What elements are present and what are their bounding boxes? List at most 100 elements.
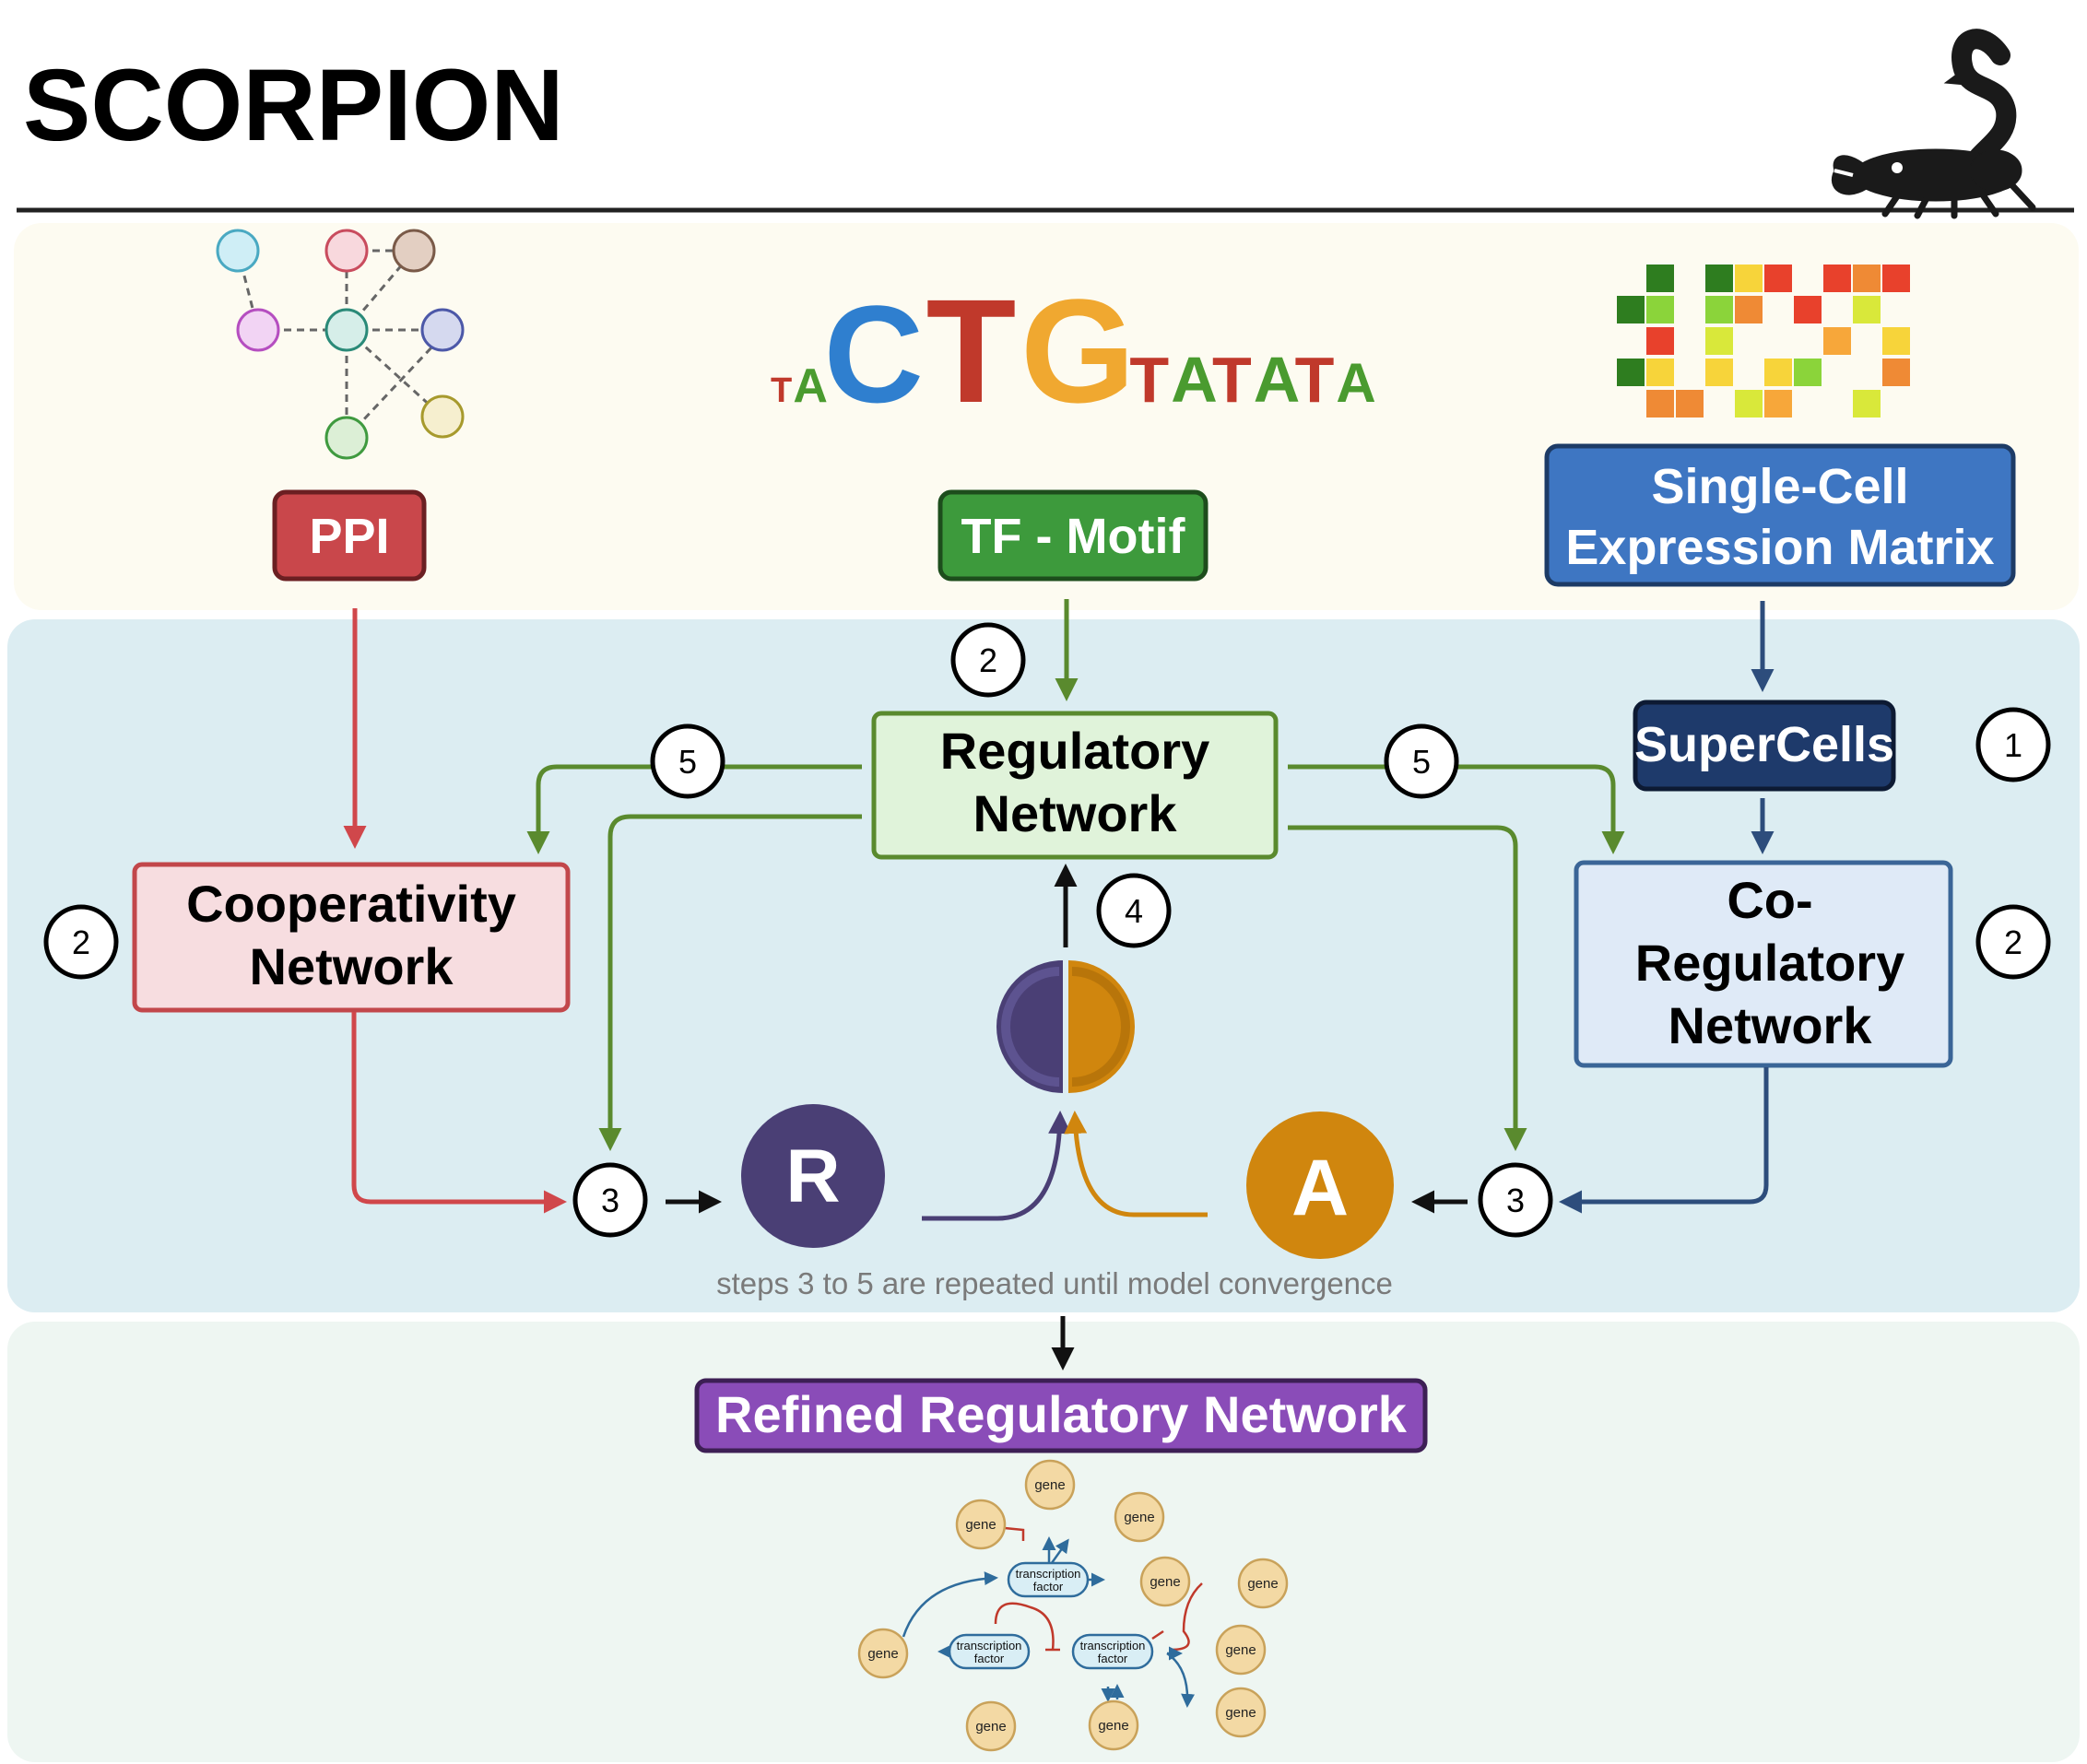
supercells-label: SuperCells (1634, 717, 1894, 772)
tf-label-line1: transcription (957, 1639, 1022, 1652)
gene-node: gene (1024, 1459, 1076, 1511)
gene-label: gene (1225, 1642, 1256, 1658)
motif-letter: A (1254, 344, 1301, 416)
ppi-label: PPI (309, 509, 389, 564)
gene-label: gene (867, 1646, 898, 1662)
step-badge-right-combine: 3 (1478, 1162, 1553, 1238)
step-number-text: 3 (1506, 1182, 1525, 1219)
motif-letter: A (1171, 344, 1218, 416)
scorpion-icon (1832, 29, 2036, 219)
tf-label-line2: factor (974, 1652, 1005, 1665)
update-combiner-icon (996, 960, 1135, 1093)
convergence-note: steps 3 to 5 are repeated until model co… (716, 1266, 1393, 1300)
step-number-text: 5 (678, 743, 697, 781)
step-number-text: 4 (1125, 892, 1143, 930)
motif-letter: A (1336, 352, 1375, 414)
motif-letter: T (1212, 344, 1252, 416)
motif-letter: A (793, 359, 828, 413)
gene-node: gene (955, 1499, 1007, 1550)
cooperativity-to-combine-arrow (351, 1012, 567, 1214)
motif-letter: T (1295, 344, 1335, 416)
motif-letter: G (1020, 268, 1135, 433)
step-badge-left-combine: 3 (572, 1162, 648, 1238)
regulatory-label-line1: Regulatory (940, 722, 1210, 780)
step-badge-supercells: 1 (1975, 707, 2051, 782)
step-number-text: 2 (979, 641, 997, 679)
gene-label: gene (1124, 1510, 1154, 1525)
step-number-text: 5 (1412, 743, 1431, 781)
gene-label: gene (1247, 1576, 1278, 1592)
tf-node: transcription factor (948, 1633, 1031, 1670)
regulatory-to-right-combine-arrow (1288, 825, 1527, 1151)
step-badge-left-feedback: 5 (650, 723, 725, 799)
tf-label-line1: transcription (1080, 1639, 1146, 1652)
coregulatory-label-line1: Co- (1727, 871, 1812, 929)
gene-node: gene (1215, 1687, 1267, 1738)
step-number-text: 3 (601, 1182, 619, 1219)
a-node: A (1246, 1111, 1394, 1259)
gene-network-illustration: transcription factor transcription facto… (857, 1459, 1289, 1752)
a-to-update-arrow (1064, 1111, 1208, 1217)
regulatory-to-cooperativity-arrow (526, 764, 862, 854)
a-label: A (1291, 1144, 1349, 1232)
ppi-box: PPI (272, 489, 427, 582)
motif-letter: T (926, 268, 1017, 433)
regulatory-to-coregulatory-arrow (1288, 764, 1625, 854)
step-badge-update: 4 (1096, 873, 1172, 948)
tf-node: transcription factor (1007, 1561, 1090, 1598)
gene-label: gene (1150, 1574, 1180, 1590)
cooperativity-label-line1: Cooperativity (186, 875, 516, 933)
cooperativity-label-line2: Network (250, 937, 454, 995)
gene-label: gene (1034, 1477, 1065, 1493)
gene-node: gene (857, 1628, 909, 1679)
gene-node: gene (965, 1700, 1017, 1752)
step-number-text: 2 (72, 923, 90, 961)
tf-motif-box: TF - Motif (937, 489, 1209, 582)
gene-node: gene (1215, 1624, 1267, 1676)
step-number-text: 2 (2004, 923, 2022, 961)
page-title: SCORPION (23, 49, 564, 162)
gene-label: gene (965, 1517, 996, 1533)
expression-label-line2: Expression Matrix (1565, 520, 1994, 575)
step-badge-tf-motif: 2 (950, 622, 1026, 698)
step-badge-right-feedback: 5 (1384, 723, 1459, 799)
step-number-text: 1 (2004, 726, 2022, 764)
tf-label-line2: factor (1033, 1580, 1064, 1593)
tf-label-line2: factor (1098, 1652, 1128, 1665)
expression-heatmap-icon (1617, 265, 1910, 417)
tf-node: transcription factor (1071, 1633, 1154, 1670)
supercells-box: SuperCells (1633, 700, 1896, 792)
motif-letter: T (1129, 344, 1169, 416)
tf-motif-label: TF - Motif (961, 509, 1186, 564)
gene-label: gene (1225, 1705, 1256, 1721)
refined-network-label: Refined Regulatory Network (715, 1385, 1408, 1443)
gene-node: gene (1237, 1558, 1289, 1609)
expression-matrix-box: Single-Cell Expression Matrix (1544, 443, 2016, 587)
cooperativity-network-box: Cooperativity Network (132, 862, 571, 1013)
r-to-update-arrow (922, 1111, 1072, 1221)
regulatory-to-left-combine-arrow (598, 814, 862, 1151)
gene-label: gene (975, 1719, 1006, 1735)
gene-node: gene (1088, 1699, 1139, 1751)
gene-node: gene (1114, 1491, 1165, 1543)
step-badge-coregulatory: 2 (1975, 904, 2051, 980)
coregulatory-to-combine-arrow (1559, 1067, 1769, 1214)
refined-network-box: Refined Regulatory Network (694, 1378, 1428, 1453)
gene-node: gene (1139, 1556, 1191, 1607)
coregulatory-label-line2: Regulatory (1635, 934, 1905, 992)
expression-label-line1: Single-Cell (1651, 459, 1908, 514)
ppi-network-icon (216, 229, 465, 460)
tf-label-line1: transcription (1016, 1567, 1081, 1581)
step-badge-cooperativity: 2 (43, 904, 119, 980)
coregulatory-label-line3: Network (1668, 996, 1873, 1054)
gene-label: gene (1098, 1718, 1128, 1734)
regulatory-label-line2: Network (973, 784, 1178, 842)
motif-letter: C (824, 276, 924, 431)
r-label: R (785, 1135, 840, 1218)
coregulatory-network-box: Co- Regulatory Network (1574, 860, 1953, 1068)
motif-letter: T (771, 371, 792, 410)
regulatory-network-box: Regulatory Network (871, 711, 1279, 860)
r-node: R (741, 1104, 885, 1248)
